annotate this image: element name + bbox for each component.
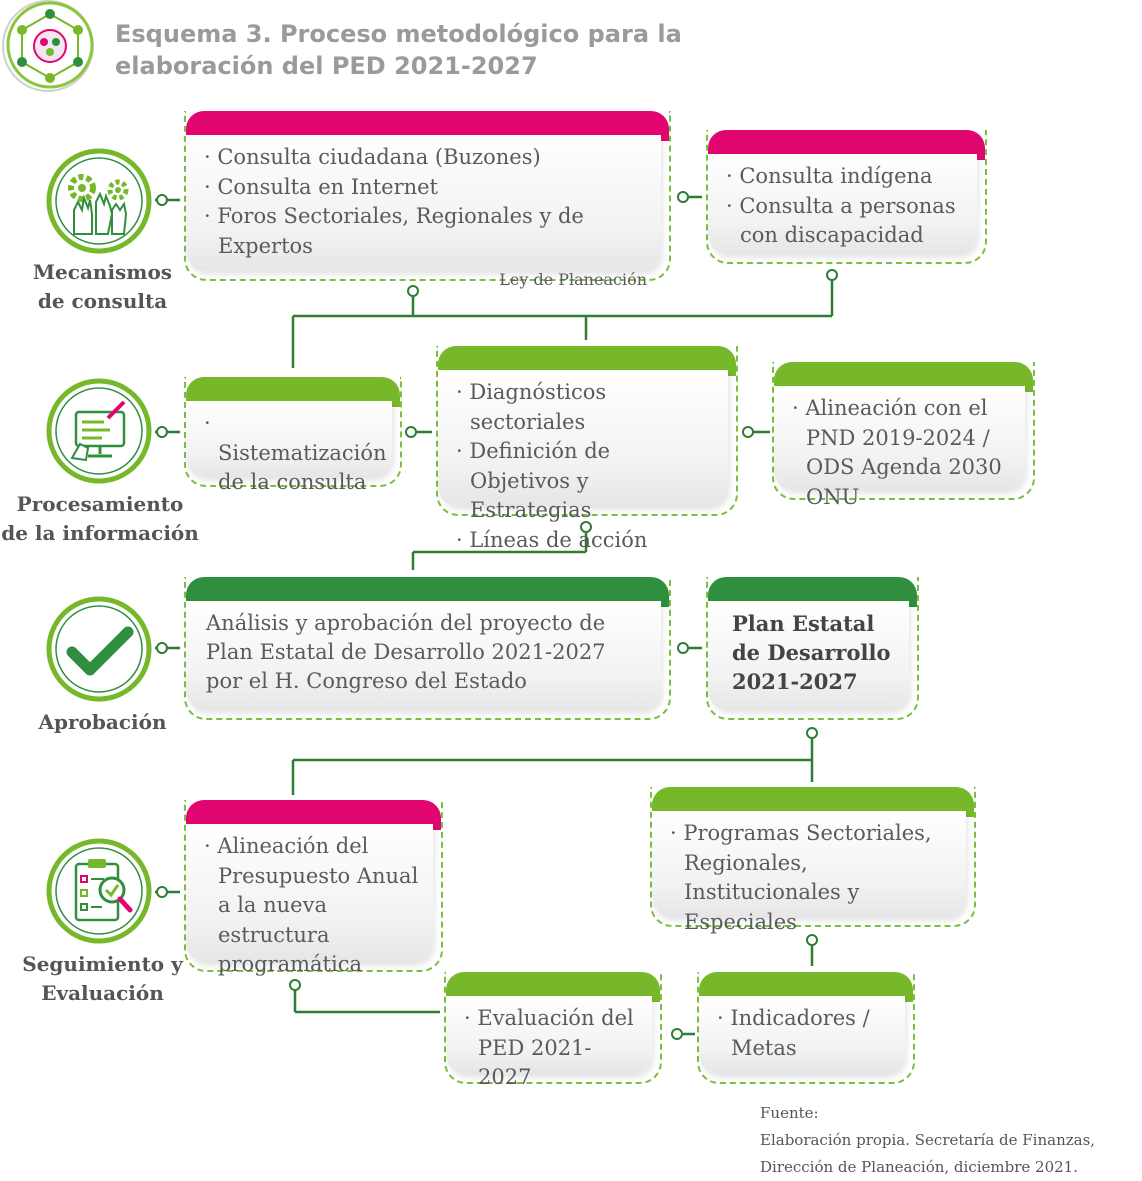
diagram-title: Esquema 3. Proceso metodológico para la … <box>115 18 735 82</box>
clipboard-magnifier-icon <box>46 838 152 944</box>
section-label-line: de consulta <box>37 289 168 313</box>
box-consulta-indigena: Consulta indígena Consulta a personas co… <box>706 130 987 264</box>
box-card: Alineación con el PND 2019-2024 / ODS Ag… <box>774 386 1025 509</box>
list-item: Alineación del Presupuesto Anual a la nu… <box>204 832 419 980</box>
box-card: Indicadores / Metas <box>699 996 905 1074</box>
box-sistematizacion: Sistematización de la consulta <box>184 377 402 494</box>
box-card: Programas Sectoriales, Regionales, Insti… <box>652 811 966 934</box>
section-label-line: Seguimiento y <box>22 952 183 976</box>
box-consulta-main: Consulta ciudadana (Buzones) Consulta en… <box>184 111 671 289</box>
box-analisis: Análisis y aprobación del proyecto de Pl… <box>184 577 671 720</box>
box-presupuesto: Alineación del Presupuesto Anual a la nu… <box>184 800 443 976</box>
section-label-line: Aprobación <box>38 710 167 734</box>
list-item: Diagnósticos sectoriales <box>456 378 714 437</box>
box-evaluacion: Evaluación del PED 2021-2027 <box>444 972 662 1089</box>
box-card: Análisis y aprobación del proyecto de Pl… <box>186 601 661 710</box>
list-item: Sistematización de la consulta <box>204 409 387 498</box>
list-item: Consulta indígena <box>726 162 963 192</box>
source-line: Elaboración propia. Secretaría de Finanz… <box>760 1131 1096 1149</box>
list-item: Consulta en Internet <box>204 173 647 203</box>
section-label-line: de la información <box>1 521 199 545</box>
section-label-procesamiento: Procesamiento de la información <box>0 490 200 548</box>
checkmark-icon <box>46 596 152 702</box>
section-label-consulta: Mecanismos de consulta <box>20 258 185 316</box>
section-label-seguimiento: Seguimiento y Evaluación <box>10 950 195 1008</box>
box-programas: Programas Sectoriales, Regionales, Insti… <box>650 787 976 934</box>
box-card: Consulta ciudadana (Buzones) Consulta en… <box>186 135 661 289</box>
box-card: Alineación del Presupuesto Anual a la nu… <box>186 824 433 976</box>
section-label-aprobacion: Aprobación <box>20 708 185 737</box>
box-card: Diagnósticos sectoriales Definición de O… <box>438 370 728 552</box>
box-ped: Plan Estatal de Desarrollo 2021-2027 <box>706 577 919 720</box>
section-label-line: Procesamiento <box>16 492 184 516</box>
box-diagnosticos: Diagnósticos sectoriales Definición de O… <box>436 346 738 552</box>
law-note: Ley de Planeación <box>499 270 647 289</box>
list-item: Definición de Objetivos y Estrategias <box>456 437 714 526</box>
analysis-text: Análisis y aprobación del proyecto de Pl… <box>206 611 606 693</box>
source-note: Fuente: Elaboración propia. Secretaría d… <box>760 1100 1130 1181</box>
title-line-1: Esquema 3. Proceso metodológico para la <box>115 20 682 48</box>
list-item: Consulta ciudadana (Buzones) <box>204 143 647 173</box>
list-item: Programas Sectoriales, Regionales, Insti… <box>670 819 952 937</box>
box-card: Plan Estatal de Desarrollo 2021-2027 <box>708 601 909 710</box>
list-item: Evaluación del PED 2021-2027 <box>464 1004 638 1093</box>
section-label-line: Mecanismos <box>32 260 173 284</box>
box-card: Sistematización de la consulta <box>186 401 392 494</box>
list-item: Foros Sectoriales, Regionales y de Exper… <box>204 202 647 261</box>
list-item: Líneas de acción <box>456 526 714 556</box>
institution-logo <box>2 0 94 92</box>
ped-title: Plan Estatal de Desarrollo 2021-2027 <box>732 611 891 694</box>
title-line-2: elaboración del PED 2021-2027 <box>115 52 538 80</box>
box-indicadores: Indicadores / Metas <box>697 972 915 1084</box>
section-label-line: Evaluación <box>41 981 164 1005</box>
list-item: Indicadores / Metas <box>717 1004 891 1063</box>
computer-hand-icon <box>46 378 152 484</box>
box-card: Consulta indígena Consulta a personas co… <box>708 154 977 254</box>
box-alineacion-pnd: Alineación con el PND 2019-2024 / ODS Ag… <box>772 362 1035 509</box>
source-line: Dirección de Planeación, diciembre 2021. <box>760 1158 1078 1176</box>
list-item: Consulta a personas con discapacidad <box>726 192 963 251</box>
source-line: Fuente: <box>760 1104 819 1122</box>
list-item: Alineación con el PND 2019-2024 / ODS Ag… <box>792 394 1011 512</box>
gears-hands-icon <box>46 148 152 254</box>
box-card: Evaluación del PED 2021-2027 <box>446 996 652 1089</box>
